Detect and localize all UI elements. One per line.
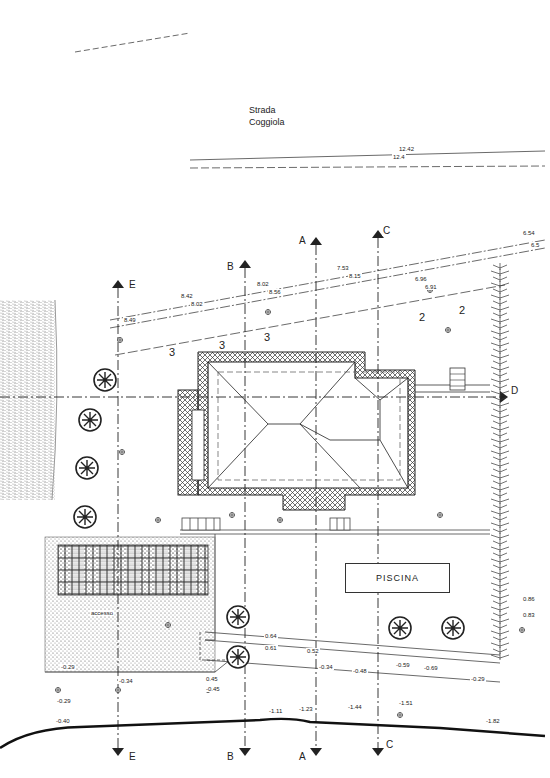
- level-label: -0.34: [118, 678, 134, 684]
- level-label: 8.15: [348, 273, 362, 279]
- level-label: 0.83: [522, 612, 536, 618]
- section-letter: 2: [418, 312, 426, 323]
- hedge: [491, 263, 509, 660]
- level-label: -0.48: [352, 668, 368, 674]
- level-label: 0.52: [306, 648, 320, 654]
- level-label: 8.02: [256, 281, 270, 287]
- property-lines: [110, 240, 545, 355]
- level-label: -0.59: [395, 662, 411, 668]
- level-points: [55, 287, 525, 718]
- level-label: 8.42: [180, 293, 194, 299]
- house: [178, 352, 490, 510]
- section-letter: 3: [218, 340, 226, 351]
- level-label: 6.91: [424, 284, 438, 290]
- section-lines: [0, 238, 500, 748]
- level-label: 12.42: [398, 146, 415, 152]
- road-lines: [75, 33, 545, 168]
- level-label: 12.4: [392, 154, 406, 160]
- terrace: [180, 518, 490, 640]
- section-letter: A: [298, 752, 307, 762]
- level-label: -0.45: [205, 686, 221, 692]
- level-label: -1.11: [268, 708, 283, 714]
- level-label: Coggiola: [248, 118, 286, 127]
- section-letter: B: [226, 752, 235, 762]
- level-label: 6.5: [530, 242, 540, 248]
- section-letter: E: [128, 280, 137, 290]
- left-slope: [0, 300, 55, 500]
- level-label: Strada: [248, 106, 277, 115]
- section-letter: 2: [458, 305, 466, 316]
- level-label: -0.29: [56, 698, 72, 704]
- level-label: accesso: [90, 610, 114, 616]
- level-label: 0.45: [205, 676, 219, 682]
- level-label: 8.49: [123, 317, 137, 323]
- level-label: 0.61: [264, 645, 278, 651]
- level-label: 7.53: [336, 265, 350, 271]
- level-label: 0.64: [264, 633, 278, 639]
- trees: [74, 369, 464, 668]
- level-label: -0.34: [318, 664, 334, 670]
- level-label: 6.54: [522, 230, 536, 236]
- level-label: -0.69: [423, 665, 439, 671]
- boundary-line: [0, 719, 545, 748]
- path-lines: [45, 632, 500, 682]
- pool-label: PISCINA: [376, 573, 419, 583]
- section-arrows: [112, 230, 508, 756]
- pool-box: PISCINA: [345, 563, 450, 593]
- section-letter: A: [298, 236, 307, 246]
- level-label: -0.29: [470, 676, 486, 682]
- level-label: 8.02: [190, 301, 204, 307]
- level-label: 8.56: [268, 289, 282, 295]
- level-label: -1.51: [398, 700, 414, 706]
- level-label: 6.96: [414, 276, 428, 282]
- level-label: -0.29: [60, 664, 76, 670]
- paved-area: [45, 537, 215, 672]
- section-letter: 3: [168, 347, 176, 358]
- section-letter: D: [510, 386, 519, 396]
- slope-edge: [52, 300, 57, 500]
- section-letter: C: [382, 226, 391, 236]
- section-letter: C: [385, 740, 394, 750]
- section-letter: E: [128, 752, 137, 762]
- level-label: -0.40: [55, 718, 71, 724]
- level-label: -1.44: [347, 704, 363, 710]
- level-label: -1.82: [485, 718, 501, 724]
- section-letter: B: [226, 262, 235, 272]
- level-label: 0.86: [522, 596, 536, 602]
- level-label: -1.23: [298, 706, 314, 712]
- section-letter: 3: [263, 332, 271, 343]
